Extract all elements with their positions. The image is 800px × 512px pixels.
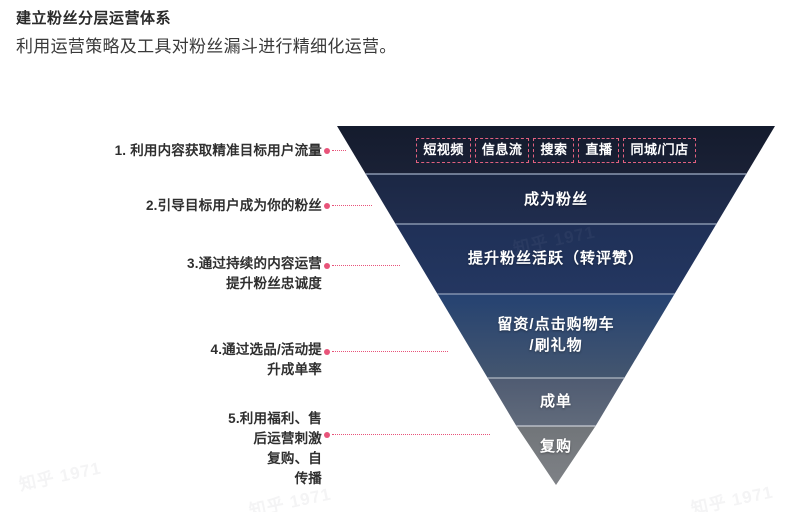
connector-5	[324, 431, 490, 438]
step-4-label: 4.通过选品/活动提 升成单率	[210, 342, 322, 377]
step-5-label: 5.利用福利、售 后运营刺激 复购、自 传播	[228, 411, 322, 486]
connector-line	[332, 205, 372, 206]
chip-short-video[interactable]: 短视频	[416, 138, 471, 163]
chip-feed[interactable]: 信息流	[474, 138, 530, 163]
connector-1	[324, 147, 346, 154]
connector-line	[332, 434, 490, 435]
chip-search[interactable]: 搜索	[533, 138, 575, 163]
connector-line	[332, 150, 346, 151]
connector-dot-icon	[324, 431, 330, 438]
connector-3	[324, 262, 400, 269]
connector-dot-icon	[324, 147, 330, 154]
funnel-shape	[337, 126, 775, 485]
chip-live[interactable]: 直播	[578, 138, 620, 163]
source-channel-chips: 短视频 信息流 搜索 直播 同城/门店	[337, 138, 775, 163]
connector-dot-icon	[324, 348, 330, 355]
connector-4	[324, 348, 448, 355]
step-3-label: 3.通过持续的内容运营 提升粉丝忠诚度	[187, 256, 322, 291]
header: 建立粉丝分层运营体系 利用运营策略及工具对粉丝漏斗进行精细化运营。	[16, 8, 786, 60]
connector-dot-icon	[324, 202, 330, 209]
connector-dot-icon	[324, 262, 330, 269]
step-1-label: 1. 利用内容获取精准目标用户流量	[114, 143, 322, 158]
connector-2	[324, 202, 372, 209]
funnel-diagram: 短视频 信息流 搜索 直播 同城/门店 成为粉丝 提升粉丝活跃（转评赞） 留资/…	[337, 126, 775, 486]
connector-line	[332, 351, 448, 352]
page-title: 建立粉丝分层运营体系	[16, 10, 172, 27]
connector-line	[332, 265, 400, 266]
page-subtitle: 利用运营策略及工具对粉丝漏斗进行精细化运营。	[16, 37, 397, 56]
step-2-label: 2.引导目标用户成为你的粉丝	[145, 198, 322, 213]
chip-local-store[interactable]: 同城/门店	[623, 138, 696, 163]
